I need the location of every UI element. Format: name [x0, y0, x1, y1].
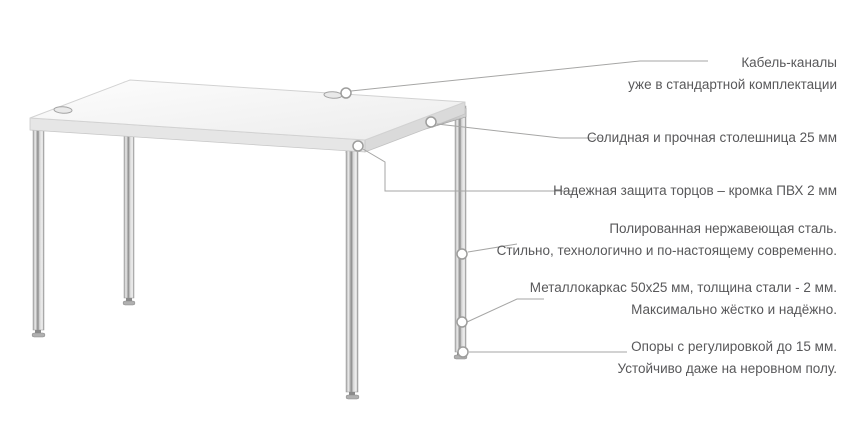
callout-line-tabletop: [436, 123, 602, 139]
annotation-text: Надежная защита торцов – кромка ПВХ 2 мм: [553, 183, 837, 198]
callout-line-edge: [362, 148, 577, 192]
callout-marker-cable-channels: [340, 87, 352, 99]
annotation-text: Кабель-каналы: [741, 55, 837, 70]
callout-line-steel: [467, 243, 518, 253]
annotation-cable-channels: Кабель-каналы уже в стандартной комплект…: [628, 52, 837, 96]
annotation-frame: Металлокаркас 50х25 мм, толщина стали - …: [530, 277, 837, 321]
cable-grommet-left: [53, 106, 73, 114]
annotation-text: Солидная и прочная столешница 25 мм: [586, 130, 837, 145]
annotation-text: Стильно, технологично и по-настоящему со…: [496, 243, 837, 258]
annotation-feet: Опоры с регулировкой до 15 мм. Устойчиво…: [618, 336, 837, 380]
annotation-text: Металлокаркас 50х25 мм, толщина стали - …: [529, 280, 837, 295]
callout-marker-edge: [352, 140, 364, 152]
annotation-steel: Полированная нержавеющая сталь. Стильно,…: [497, 218, 837, 262]
callout-markers: [340, 87, 469, 358]
table-leg-front-left: [31, 121, 46, 338]
annotation-tabletop: Солидная и прочная столешница 25 мм: [587, 127, 837, 149]
tabletop: [29, 79, 466, 153]
callout-marker-frame: [456, 316, 468, 328]
callout-marker-feet: [457, 346, 469, 358]
callout-marker-tabletop: [425, 116, 437, 128]
callout-line-cable-channels: [350, 60, 708, 92]
annotation-text: Устойчиво даже на неровном полу.: [617, 361, 837, 376]
annotation-text: Опоры с регулировкой до 15 мм.: [631, 339, 837, 354]
annotation-edge: Надежная защита торцов – кромка ПВХ 2 мм: [553, 180, 837, 202]
callout-lines: [350, 60, 708, 353]
callout-line-frame: [466, 298, 544, 323]
annotation-text: Полированная нержавеющая сталь.: [609, 221, 837, 236]
annotation-text: Максимально жёстко и надёжно.: [631, 302, 837, 317]
table-leg-front-right: [345, 143, 360, 400]
annotation-text: уже в стандартной комплектации: [628, 77, 837, 92]
callout-marker-steel: [456, 248, 468, 260]
